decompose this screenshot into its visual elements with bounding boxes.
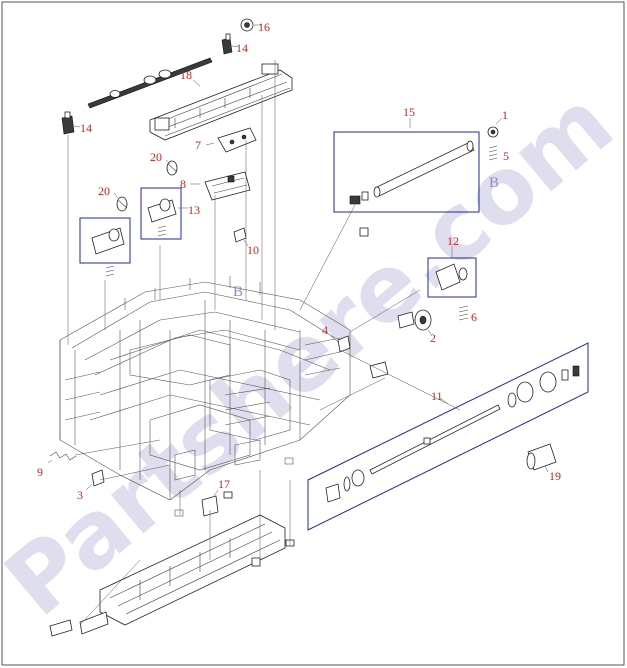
part-11-shaft-assembly	[325, 365, 580, 503]
callout-10: 10	[247, 243, 259, 257]
callout-4: 4	[322, 323, 328, 337]
part-15-roller	[349, 140, 475, 205]
callout-9: 9	[37, 465, 43, 479]
callout-11: 11	[431, 389, 443, 403]
callout-18: 18	[180, 68, 192, 82]
alignment-lines	[67, 60, 461, 626]
callout-12: 12	[447, 234, 459, 248]
callout-17: 17	[218, 477, 230, 491]
main-chassis-frame	[59, 276, 351, 517]
callout-7: 7	[195, 138, 201, 152]
part-8-guide	[204, 171, 251, 201]
part-17-bracket	[201, 491, 233, 517]
callout-3: 3	[77, 488, 83, 502]
callout-leaders	[47, 24, 549, 497]
part-4-clip	[337, 335, 351, 353]
part-9-spring	[49, 451, 77, 461]
chassis-small-bracket	[359, 227, 389, 379]
part-14-top-bushing	[221, 33, 233, 55]
part-6-spring	[458, 305, 469, 321]
watermark-text: Partshere.com	[0, 69, 627, 637]
callout-5: 5	[503, 149, 509, 163]
left-roller-assembly	[91, 227, 125, 277]
part-14-left-bushing	[61, 111, 75, 135]
group-13-box	[140, 187, 182, 240]
callout-8: 8	[180, 177, 186, 191]
part-20-upper-roller	[166, 160, 178, 176]
callout-1: 1	[502, 108, 508, 122]
location-mark-b-center: B	[233, 284, 243, 300]
callout-labels: 16 14 18 14 15 1 5 7 20 8 20 13 10 12 6 …	[37, 20, 561, 502]
left-roller-group-box	[79, 217, 131, 264]
callout-15: 15	[403, 105, 415, 119]
part-20-lower-roller	[116, 196, 128, 212]
callout-16: 16	[258, 20, 270, 34]
callout-14-top: 14	[236, 41, 248, 55]
callout-14-left: 14	[80, 121, 92, 135]
location-mark-b-right: B	[489, 175, 499, 191]
callout-20-upper: 20	[150, 150, 162, 164]
callout-2: 2	[430, 331, 436, 345]
group-15-box	[333, 131, 480, 213]
part-12-assembly	[435, 263, 468, 291]
group-11-box	[307, 342, 589, 531]
callout-19: 19	[549, 469, 561, 483]
part-2-roller	[397, 309, 432, 331]
part-7-bracket	[217, 127, 257, 153]
part-5-spring	[488, 145, 498, 161]
callout-13: 13	[188, 203, 200, 217]
part-18-guide-assembly	[87, 57, 293, 141]
part-1-bushing	[487, 126, 499, 138]
part-16-gear	[240, 18, 254, 32]
part-3-bushing	[91, 469, 105, 487]
part-19-pickup-roller	[526, 443, 557, 471]
part-13-assembly	[147, 198, 177, 237]
callout-6: 6	[471, 310, 477, 324]
callout-20-lower: 20	[98, 184, 110, 198]
